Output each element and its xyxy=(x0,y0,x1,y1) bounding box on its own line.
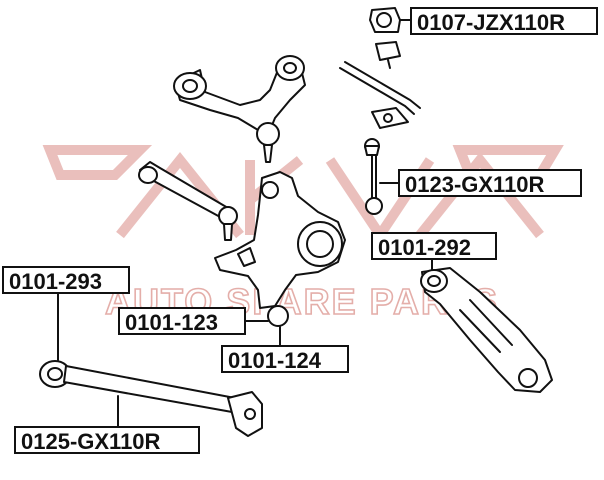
steering-knuckle xyxy=(214,171,346,327)
upper-control-arm xyxy=(173,55,306,163)
part-label-0101-293: 0101-293 xyxy=(2,266,130,294)
stabilizer-link xyxy=(364,138,399,215)
part-label-0125-gx110r: 0125-GX110R xyxy=(14,426,200,454)
leader-lines xyxy=(57,19,433,427)
lower-suspension-arm xyxy=(420,267,553,393)
part-label-0101-123: 0101-123 xyxy=(118,307,246,335)
stabilizer-bushing-part xyxy=(369,7,411,69)
lateral-control-rod xyxy=(39,360,263,437)
part-label-0101-292: 0101-292 xyxy=(371,232,497,260)
part-label-0107-jzx110r: 0107-JZX110R xyxy=(410,7,598,35)
stabilizer-bar xyxy=(339,61,421,129)
part-label-0123-gx110r: 0123-GX110R xyxy=(398,169,582,197)
part-label-0101-124: 0101-124 xyxy=(221,345,349,373)
toe-control-arm xyxy=(138,161,238,241)
